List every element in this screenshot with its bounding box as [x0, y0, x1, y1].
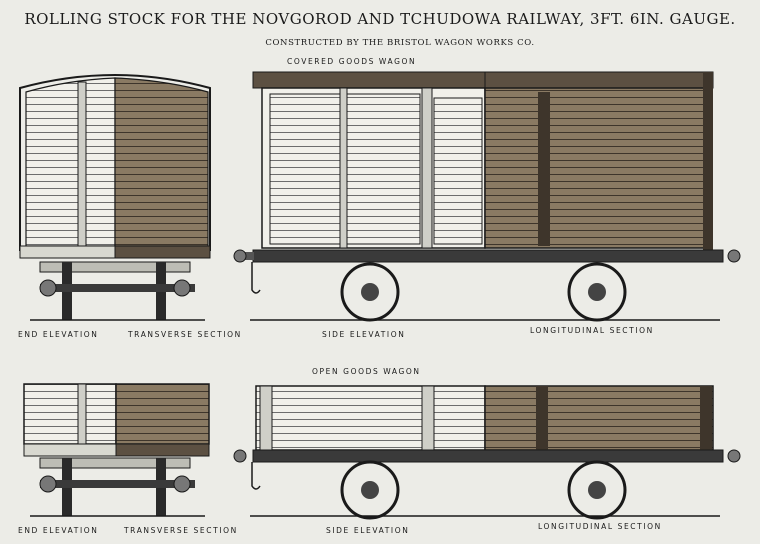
open-longitudinal-section [484, 385, 714, 451]
open-side-elevation-caption: SIDE ELEVATION [326, 526, 410, 535]
open-end-underframe [30, 457, 205, 517]
covered-wagon-heading: COVERED GOODS WAGON [287, 57, 417, 66]
open-end-elevation-caption: END ELEVATION [18, 526, 99, 535]
covered-transverse-section [114, 77, 211, 259]
open-underframe [233, 449, 741, 520]
covered-side-elevation-caption: SIDE ELEVATION [322, 330, 406, 339]
open-transverse-section [115, 383, 210, 457]
covered-end-elevation-caption: END ELEVATION [18, 330, 99, 339]
covered-end-underframe [30, 261, 205, 321]
covered-underframe [233, 249, 741, 322]
open-wagon-heading: OPEN GOODS WAGON [312, 367, 421, 376]
open-transverse-section-caption: TRANSVERSE SECTION [124, 526, 238, 535]
covered-transverse-section-caption: TRANSVERSE SECTION [128, 330, 242, 339]
plate-title: ROLLING STOCK FOR THE NOVGOROD AND TCHUD… [24, 10, 736, 28]
covered-longitudinal-section-caption: LONGITUDINAL SECTION [530, 326, 654, 335]
open-end-elevation [23, 383, 117, 457]
plate-subtitle: CONSTRUCTED BY THE BRISTOL WAGON WORKS C… [265, 38, 535, 48]
open-longitudinal-section-caption: LONGITUDINAL SECTION [538, 522, 662, 531]
open-side-elevation [255, 385, 486, 451]
covered-longitudinal-section [484, 71, 714, 252]
covered-side-elevation [252, 71, 486, 249]
